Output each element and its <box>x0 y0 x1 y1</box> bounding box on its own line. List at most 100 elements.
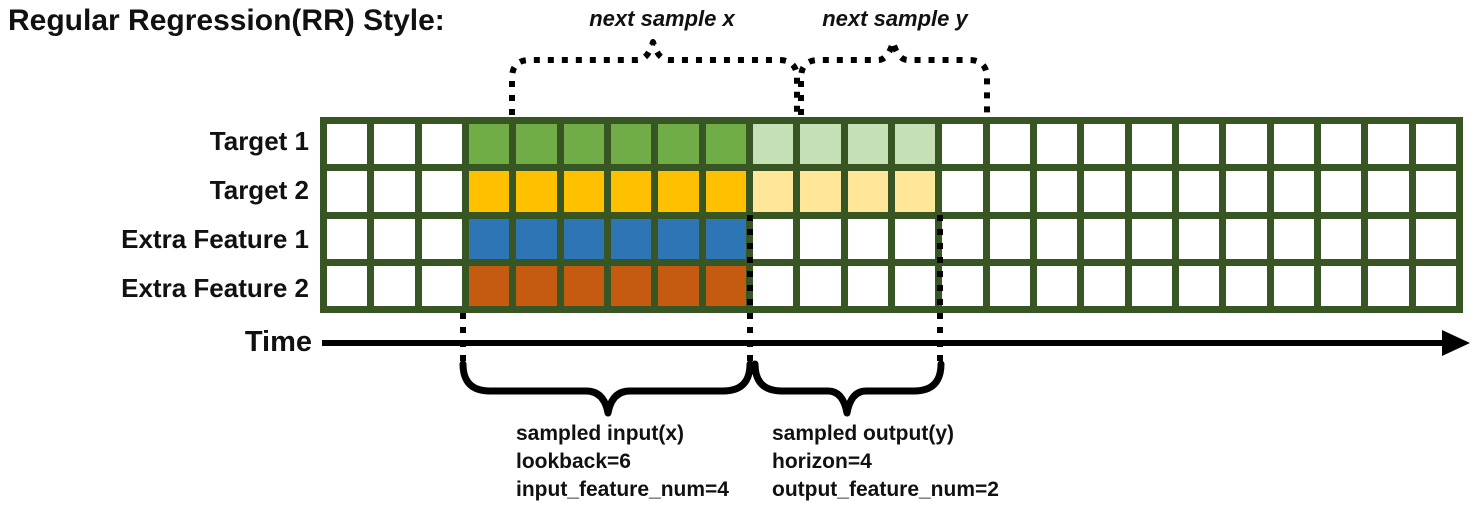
grid-cell-r2-c12 <box>847 171 888 212</box>
grid-cell-r1-c13 <box>894 124 936 165</box>
grid-cell-r2-c21 <box>1273 171 1314 212</box>
grid-cell-r2-c20 <box>1226 171 1267 212</box>
row-label-target-2: Target 2 <box>209 175 309 205</box>
row-label-extra-feature-2: Extra Feature 2 <box>121 273 309 303</box>
grid-cell-r4-c7 <box>610 265 652 306</box>
grid-cell-r4-c16 <box>1036 265 1078 306</box>
grid-cell-r1-c7 <box>610 124 652 165</box>
grid-cell-r2-c10 <box>752 171 794 212</box>
sampled-input-title: sampled input(x) <box>516 422 685 445</box>
grid-cell-r2-c7 <box>610 171 652 212</box>
sampled-input-underbrace <box>459 360 754 417</box>
grid-cell-r3-c13 <box>894 218 936 259</box>
grid-cell-r4-c13 <box>894 265 936 306</box>
sampled-output-underbrace <box>751 360 945 417</box>
next-sample-x-brace <box>509 39 800 115</box>
grid-cell-r1-c17 <box>1084 124 1125 165</box>
grid-cell-r3-c3 <box>421 218 462 259</box>
grid-cell-r3-c6 <box>563 218 604 259</box>
grid-cell-r1-c18 <box>1131 124 1172 165</box>
grid-cell-r3-c22 <box>1320 218 1362 259</box>
grid-cell-r4-c11 <box>800 265 841 306</box>
grid-cell-r1-c8 <box>658 124 699 165</box>
grid-cell-r4-c21 <box>1273 265 1314 306</box>
grid-cell-r1-c19 <box>1178 124 1220 165</box>
grid-cell-r1-c12 <box>847 124 888 165</box>
grid-cell-r3-c8 <box>658 218 699 259</box>
grid-cell-r1-c5 <box>516 124 557 165</box>
sampled-output-title: sampled output(y) <box>772 422 954 445</box>
grid-cell-r4-c19 <box>1178 265 1220 306</box>
grid-cell-r2-c11 <box>800 171 841 212</box>
grid-cell-r3-c11 <box>800 218 841 259</box>
grid-cell-r1-c23 <box>1368 124 1409 165</box>
horizon-value: horizon=4 <box>772 450 872 473</box>
grid-cell-r3-c14 <box>942 218 983 259</box>
sampled-output-annotation: sampled output(y) horizon=4 output_featu… <box>772 420 999 504</box>
grid-cell-r3-c20 <box>1226 218 1267 259</box>
row-labels: Target 1 Target 2 Extra Feature 1 Extra … <box>0 117 312 313</box>
grid-cell-r3-c23 <box>1368 218 1409 259</box>
grid-cell-r2-c8 <box>658 171 699 212</box>
grid-cell-r1-c9 <box>705 124 746 165</box>
next-sample-y-label: next sample y <box>822 6 968 31</box>
grid-cell-r2-c9 <box>705 171 746 212</box>
grid-cell-r3-c9 <box>705 218 746 259</box>
grid-cell-r2-c13 <box>894 171 936 212</box>
grid-cell-r2-c4 <box>468 171 510 212</box>
grid-cell-r4-c15 <box>989 265 1030 306</box>
grid-cell-r1-c2 <box>374 124 415 165</box>
grid-cell-r1-c15 <box>989 124 1030 165</box>
grid-cell-r2-c3 <box>421 171 462 212</box>
grid-cell-r2-c2 <box>374 171 415 212</box>
grid-cell-r4-c22 <box>1320 265 1362 306</box>
grid-cell-r3-c7 <box>610 218 652 259</box>
grid-cell-r4-c14 <box>942 265 983 306</box>
grid-cell-r2-c17 <box>1084 171 1125 212</box>
grid-cell-r4-c24 <box>1415 265 1456 306</box>
lookback-value: lookback=6 <box>516 450 631 473</box>
grid-cell-r2-c16 <box>1036 171 1078 212</box>
row-label-target-1: Target 1 <box>209 126 309 156</box>
time-axis-label: Time <box>244 326 312 358</box>
grid-cell-r2-c5 <box>516 171 557 212</box>
time-axis-arrowhead <box>1442 330 1470 356</box>
grid-cell-r4-c10 <box>752 265 794 306</box>
grid-cell-r1-c20 <box>1226 124 1267 165</box>
grid-cell-r1-c10 <box>752 124 794 165</box>
grid-cell-r3-c15 <box>989 218 1030 259</box>
next-sample-y-brace <box>798 39 990 115</box>
grid-cell-r3-c5 <box>516 218 557 259</box>
grid-cell-r3-c16 <box>1036 218 1078 259</box>
grid-cell-r2-c22 <box>1320 171 1362 212</box>
grid-cell-r1-c21 <box>1273 124 1314 165</box>
grid-cell-r4-c20 <box>1226 265 1267 306</box>
grid-cell-r2-c23 <box>1368 171 1409 212</box>
grid-cell-r4-c5 <box>516 265 557 306</box>
grid-cell-r4-c8 <box>658 265 699 306</box>
output-feature-num: output_feature_num=2 <box>772 478 999 501</box>
grid-cell-r1-c3 <box>421 124 462 165</box>
next-sample-x-label: next sample x <box>589 6 735 31</box>
grid-cell-r1-c1 <box>327 124 368 165</box>
grid-cell-r4-c6 <box>563 265 604 306</box>
grid-cell-r3-c2 <box>374 218 415 259</box>
grid-cell-r4-c2 <box>374 265 415 306</box>
grid-cell-r3-c10 <box>752 218 794 259</box>
grid-cell-r2-c6 <box>563 171 604 212</box>
grid-cell-r3-c4 <box>468 218 510 259</box>
grid-cell-r4-c4 <box>468 265 510 306</box>
grid-cell-r1-c22 <box>1320 124 1362 165</box>
grid-cell-r2-c19 <box>1178 171 1220 212</box>
grid-cell-r4-c23 <box>1368 265 1409 306</box>
grid-cell-r4-c3 <box>421 265 462 306</box>
input-feature-num: input_feature_num=4 <box>516 478 729 501</box>
grid-cell-r3-c12 <box>847 218 888 259</box>
grid-cell-r4-c12 <box>847 265 888 306</box>
grid-cell-r1-c16 <box>1036 124 1078 165</box>
grid-cell-r1-c4 <box>468 124 510 165</box>
grid-cell-r2-c15 <box>989 171 1030 212</box>
grid-cell-r2-c14 <box>942 171 983 212</box>
grid-cell-r3-c1 <box>327 218 368 259</box>
